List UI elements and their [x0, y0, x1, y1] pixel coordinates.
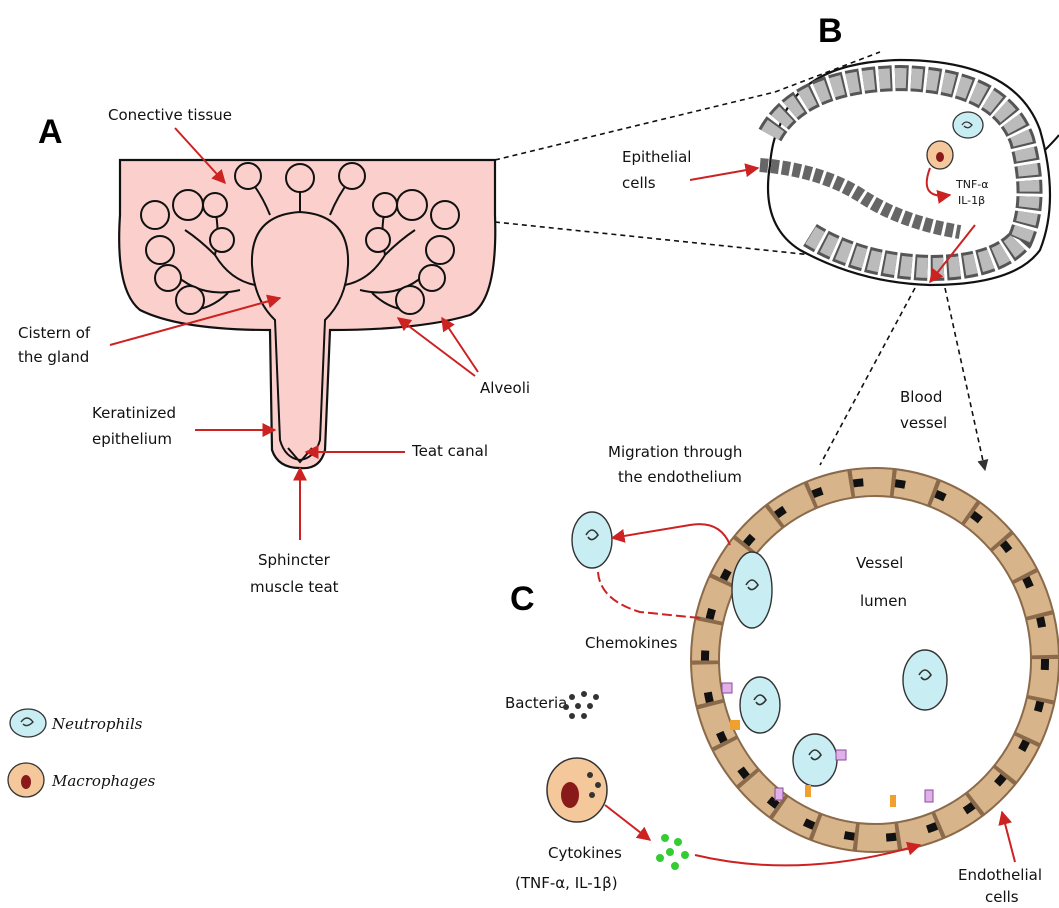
- label-cistern-2: the gland: [18, 348, 89, 366]
- label-blood-1: Blood: [900, 388, 942, 406]
- legend-neutrophils: Neutrophils: [51, 715, 143, 733]
- label-epithelial-1: Epithelial: [622, 148, 691, 166]
- alveolus-panel-b: [760, 60, 1059, 285]
- label-cytokines-sub: (TNF-α, IL-1β): [515, 874, 618, 892]
- label-chemokines: Chemokines: [585, 634, 678, 652]
- label-teat-canal: Teat canal: [411, 442, 488, 460]
- label-sphincter-2: muscle teat: [250, 578, 339, 596]
- gland-cistern: [252, 212, 348, 460]
- label-sphincter-1: Sphincter: [258, 551, 331, 569]
- label-il1-beta: IL-1β: [958, 194, 985, 207]
- panel-label-b: B: [818, 12, 843, 50]
- label-keratinized-2: epithelium: [92, 430, 172, 448]
- label-vessel-1: Vessel: [856, 554, 903, 572]
- label-cistern-1: Cistern of: [18, 324, 91, 342]
- label-endothelial-2: cells: [985, 888, 1019, 906]
- label-endothelial-1: Endothelial: [958, 866, 1042, 884]
- label-migration-2: the endothelium: [618, 468, 742, 486]
- label-migration-1: Migration through: [608, 443, 742, 461]
- blood-vessel: [705, 482, 1045, 838]
- panel-label-c: C: [510, 580, 535, 618]
- label-cytokines: Cytokines: [548, 844, 622, 862]
- label-tnf-alpha: TNF-α: [955, 178, 989, 191]
- label-keratinized-1: Keratinized: [92, 404, 176, 422]
- label-bacteria: Bacteria: [505, 694, 567, 712]
- panel-label-a: A: [38, 113, 63, 151]
- bacteria-cluster: [563, 691, 599, 719]
- legend-macrophages: Macrophages: [51, 772, 156, 790]
- macrophage-cell: [547, 758, 607, 822]
- label-epithelial-2: cells: [622, 174, 656, 192]
- label-alveoli: Alveoli: [480, 379, 530, 397]
- legend: Neutrophils Macrophages: [8, 709, 156, 797]
- label-blood-2: vessel: [900, 414, 947, 432]
- cytokine-dots: [656, 834, 689, 870]
- label-conective-tissue: Conective tissue: [108, 106, 232, 124]
- neutrophil-legend-icon: [10, 709, 46, 737]
- label-vessel-2: lumen: [860, 592, 907, 610]
